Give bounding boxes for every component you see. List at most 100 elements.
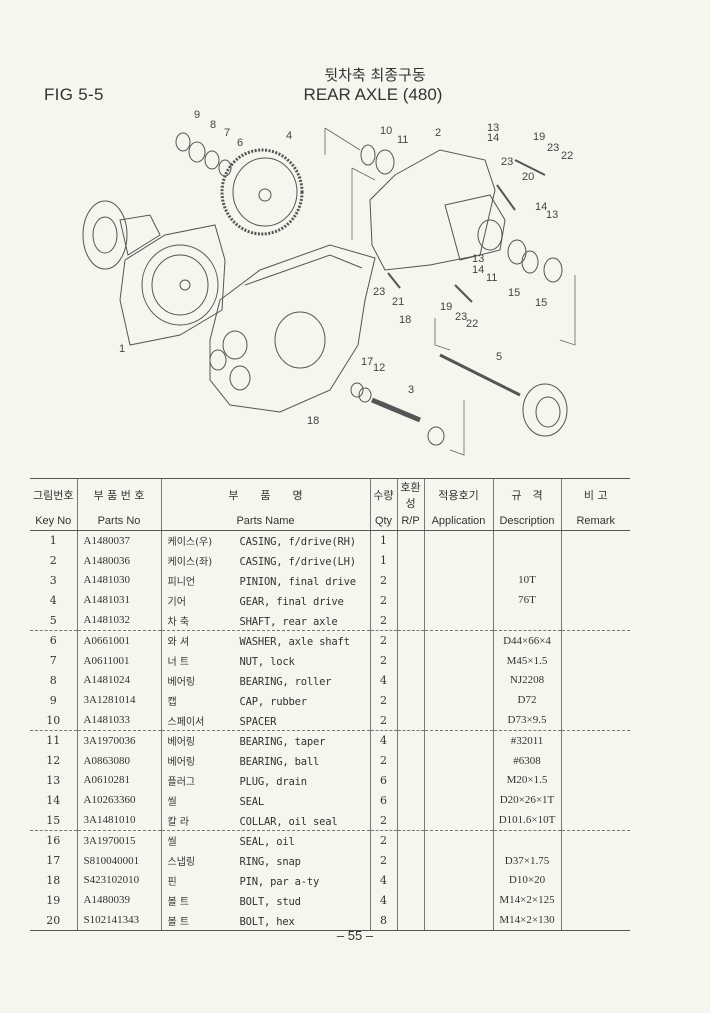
description-cell: M14×2×125: [492, 890, 561, 911]
parts-no-cell: 3A1970036: [76, 729, 161, 751]
col-remark: Remark: [560, 511, 630, 531]
parts-name-korean: 베어링: [167, 676, 196, 688]
remark-cell: [560, 690, 630, 711]
casing-left: [119, 224, 226, 346]
svg-text:15: 15: [508, 287, 520, 299]
svg-text:23: 23: [455, 311, 467, 323]
svg-text:19: 19: [533, 131, 545, 143]
remark-cell: [560, 770, 630, 791]
col-qty: Qty: [369, 511, 397, 531]
col-application-ko: 적용호기: [423, 478, 493, 511]
parts-name-english: PLUG, drain: [239, 775, 308, 788]
qty-cell: 4: [369, 890, 397, 911]
svg-text:3: 3: [408, 384, 414, 396]
qty-cell: 1: [369, 550, 397, 571]
drive-flange-left: [82, 200, 161, 270]
remark-cell: [560, 790, 630, 811]
remark-cell: [560, 610, 630, 631]
remark-cell: [560, 650, 630, 671]
parts-no-cell: S102141343: [76, 910, 161, 931]
parts-name-korean: 캡: [167, 696, 177, 708]
key-no-cell: 9: [49, 693, 57, 707]
bolts-studs: [387, 159, 546, 303]
parts-name-english: SEAL: [239, 795, 265, 808]
key-no-cell: 4: [49, 593, 57, 607]
col-description-ko: 규 격: [492, 478, 561, 511]
parts-name-korean: 스페이서: [167, 716, 205, 728]
table-header-english: Key No Parts No Parts Name Qty R/P Appli…: [30, 511, 630, 531]
center-housing: [209, 244, 376, 413]
parts-no-cell: A1480039: [76, 890, 161, 911]
svg-text:11: 11: [486, 272, 497, 284]
qty-cell: 6: [369, 790, 397, 811]
rp-cell: [396, 690, 424, 711]
description-cell: #6308: [492, 750, 561, 771]
parts-no-cell: A0610281: [76, 770, 161, 791]
description-cell: D101.6×10T: [492, 810, 561, 831]
qty-cell: 4: [369, 729, 397, 751]
key-no-cell: 3: [49, 573, 57, 587]
application-cell: [423, 670, 493, 691]
application-cell: [423, 770, 493, 791]
svg-text:18: 18: [307, 415, 319, 427]
application-cell: [423, 590, 493, 611]
qty-cell: 2: [369, 629, 397, 651]
svg-text:12: 12: [373, 362, 385, 374]
key-no-cell: 15: [46, 813, 61, 827]
parts-name-korean: 피니언: [167, 576, 196, 588]
application-cell: [423, 570, 493, 591]
svg-text:23: 23: [547, 142, 559, 154]
rp-cell: [396, 590, 424, 611]
key-no-cell: 13: [46, 773, 61, 787]
remark-cell: [560, 530, 630, 551]
col-remark-ko: 비 고: [560, 478, 630, 511]
parts-no-cell: A10263360: [76, 790, 161, 811]
application-cell: [423, 629, 493, 651]
col-application: Application: [423, 511, 493, 531]
svg-text:13: 13: [546, 209, 558, 221]
description-cell: M45×1.5: [492, 650, 561, 671]
parts-no-cell: A1481030: [76, 570, 161, 591]
parts-name-korean: 베어링: [167, 757, 196, 769]
description-cell: D37×1.75: [492, 850, 561, 871]
rp-cell: [396, 629, 424, 651]
application-cell: [423, 650, 493, 671]
qty-cell: 2: [369, 750, 397, 771]
parts-name-korean: 베어링: [167, 737, 196, 749]
remark-cell: [560, 910, 630, 931]
svg-text:2: 2: [435, 127, 441, 139]
table-header-korean: 그림번호 부 품 번 호 부 품 명 수량 호환성 적용호기 규 격 비 고: [30, 478, 630, 511]
qty-cell: 2: [369, 590, 397, 611]
svg-text:20: 20: [522, 171, 534, 183]
key-no-cell: 6: [30, 629, 77, 651]
parts-no-cell: A1480037: [76, 530, 161, 551]
col-parts-no-ko: 부 품 번 호: [76, 478, 161, 511]
key-no-cell: 14: [46, 793, 61, 807]
rp-cell: [396, 790, 424, 811]
key-no-cell: 7: [49, 654, 57, 668]
parts-name-english: BEARING, ball: [239, 756, 320, 769]
svg-text:7: 7: [224, 127, 230, 139]
svg-text:4: 4: [286, 130, 292, 142]
remark-cell: [560, 750, 630, 771]
parts-table: 그림번호 부 품 번 호 부 품 명 수량 호환성 적용호기 규 격 비 고 K…: [30, 478, 630, 931]
key-no-cell: 16: [30, 829, 77, 851]
rp-cell: [396, 770, 424, 791]
qty-cell: 2: [369, 690, 397, 711]
key-no-cell: 17: [46, 854, 61, 868]
col-parts-name: Parts Name: [160, 511, 370, 531]
parts-no-cell: 3A1481010: [76, 810, 161, 831]
remark-cell: [560, 729, 630, 751]
